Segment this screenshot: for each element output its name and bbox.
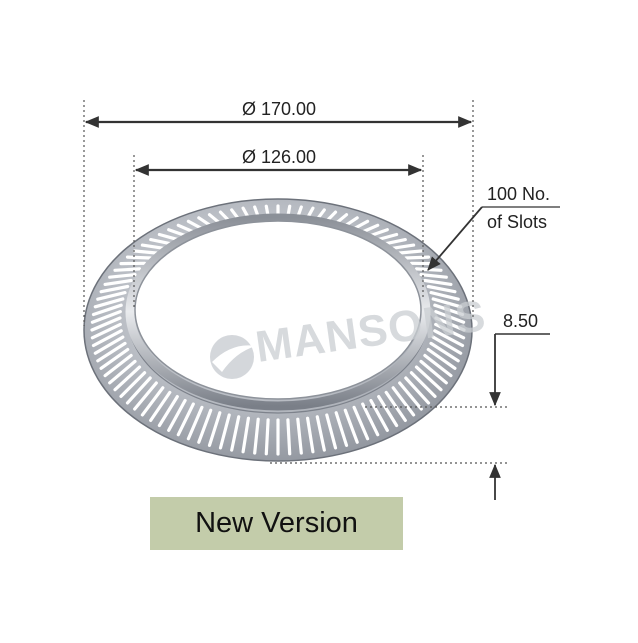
ring-slot — [135, 251, 157, 253]
new-version-label: New Version — [195, 507, 358, 540]
new-version-badge: New Version — [150, 497, 403, 550]
ring-slot — [288, 420, 290, 454]
ring-slot — [128, 257, 151, 258]
outer-diameter-dimension: Ø 170.00 — [86, 99, 471, 122]
ring-slot — [266, 420, 268, 454]
inner-diameter-dimension: Ø 126.00 — [136, 147, 421, 170]
ring-slot — [400, 251, 422, 253]
slots-unit-label: of Slots — [487, 212, 547, 232]
ring-slot — [115, 269, 140, 270]
slots-count-label: 100 No. — [487, 184, 550, 204]
ring-slot — [406, 257, 429, 258]
slots-leader-line — [428, 207, 482, 270]
inner-diameter-label: Ø 126.00 — [242, 147, 316, 167]
thickness-label: 8.50 — [503, 311, 538, 331]
outer-diameter-label: Ø 170.00 — [242, 99, 316, 119]
thickness-dimension: 8.50 — [495, 311, 550, 500]
slots-callout: 100 No. of Slots — [428, 184, 560, 270]
